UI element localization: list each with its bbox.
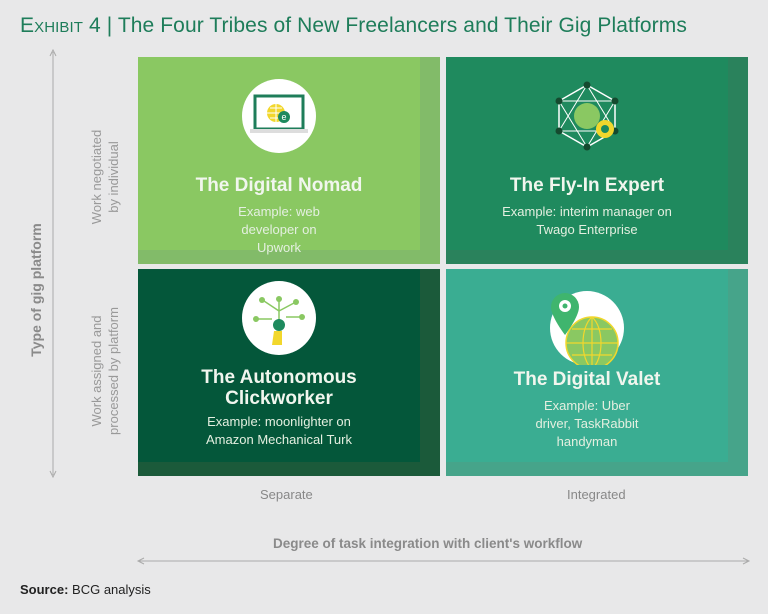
svg-text:e: e <box>281 112 286 122</box>
quadrant-title: The Digital Nomad <box>195 175 363 196</box>
x-axis-right-label: Integrated <box>567 487 626 502</box>
quadrant-example: Example: interim manager on Twago Enterp… <box>502 204 672 237</box>
quadrant-digital-valet: The Digital Valet Example: Uber driver, … <box>446 269 748 476</box>
quadrant-digital-nomad: e The Digital Nomad Example: web develop… <box>138 57 440 264</box>
quadrant-title: The Fly-In Expert <box>509 175 665 196</box>
quadrant-fly-in-expert: The Fly-In Expert Example: interim manag… <box>446 57 748 264</box>
quadrant-autonomous-clickworker: The Autonomous Clickworker Example: moon… <box>138 269 440 476</box>
quadrant-example: Example: web developer on Upwork <box>238 204 320 255</box>
x-axis-label: Degree of task integration with client's… <box>273 536 583 551</box>
exhibit-title: Exhibit 4 | The Four Tribes of New Freel… <box>20 14 687 37</box>
y-axis-bottom-label: Work assigned and processed by platform <box>89 307 121 435</box>
globe-pin-icon <box>550 291 624 370</box>
quadrant-title: The Digital Valet <box>513 369 661 390</box>
quadrant-example: Example: moonlighter on Amazon Mechanica… <box>206 414 352 447</box>
x-axis-left-label: Separate <box>260 487 313 502</box>
hand-click-tree-icon <box>242 281 316 355</box>
laptop-globe-icon: e <box>242 79 316 153</box>
quadrant-title: The Autonomous Clickworker <box>201 367 357 409</box>
y-axis-label: Type of gig platform <box>28 223 44 357</box>
source-note: Source: BCG analysis <box>20 582 151 597</box>
network-eye-icon <box>550 79 624 153</box>
quadrant-example: Example: Uber driver, TaskRabbit handyma… <box>535 398 639 449</box>
y-axis-top-label: Work negotiated by individual <box>89 129 121 225</box>
